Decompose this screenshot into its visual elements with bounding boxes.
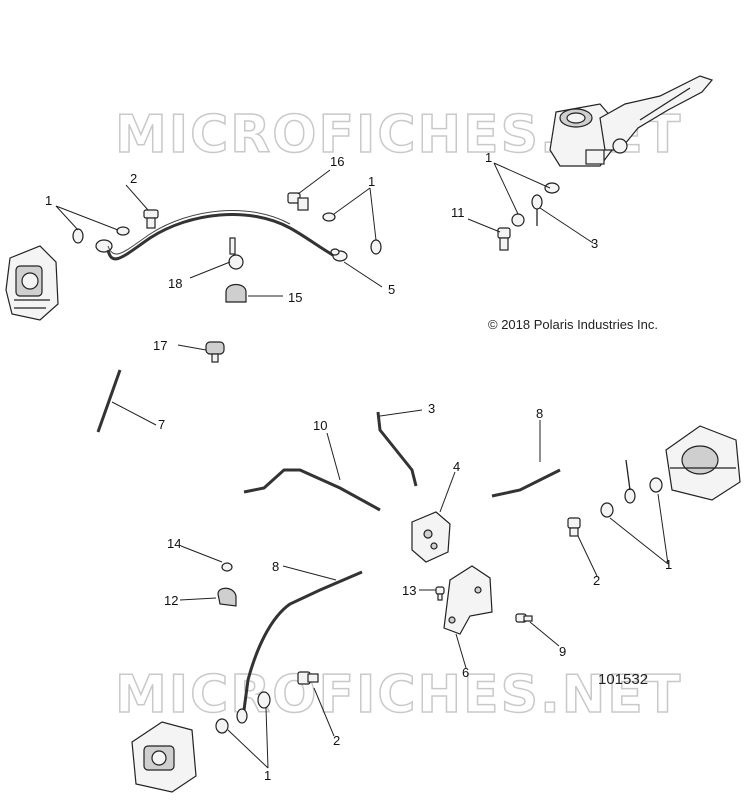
brake-line-8-right [491, 468, 561, 498]
banjo-fitting-icon [95, 239, 113, 253]
callout-1: 1 [485, 150, 492, 165]
callout-8: 8 [536, 406, 543, 421]
bracket-icon [443, 565, 493, 635]
banjo-fitting-icon [330, 248, 348, 262]
washer-icon [72, 228, 84, 244]
callout-3: 3 [428, 401, 435, 416]
banjo-fitting-icon [236, 708, 248, 724]
clip-icon [228, 237, 244, 270]
master-cylinder-assembly [549, 75, 714, 167]
clamp-icon [225, 283, 247, 303]
washer-icon [600, 502, 614, 518]
callout-10: 10 [313, 418, 327, 433]
washer-icon [116, 226, 130, 236]
callout-13: 13 [402, 583, 416, 598]
leader-lines [55, 162, 669, 769]
callout-7: 7 [158, 417, 165, 432]
callout-8: 8 [272, 559, 279, 574]
clamp-icon [217, 587, 237, 607]
screw-icon [515, 613, 533, 623]
copyright-text: © 2018 Polaris Industries Inc. [488, 317, 658, 332]
rod-icon [96, 369, 122, 433]
callout-12: 12 [164, 593, 178, 608]
front-left-caliper [5, 245, 59, 321]
figure-number: 101532 [598, 671, 648, 688]
washer-icon [370, 239, 382, 255]
washer-icon [215, 718, 229, 734]
callout-14: 14 [167, 536, 181, 551]
bolt-icon [567, 517, 581, 537]
callout-1: 1 [665, 557, 672, 572]
callout-4: 4 [453, 459, 460, 474]
callout-3: 3 [591, 236, 598, 251]
callout-17: 17 [153, 338, 167, 353]
washer-icon [257, 691, 271, 709]
washer-icon [544, 182, 560, 194]
bolt-icon [143, 209, 159, 229]
callout-16: 16 [330, 154, 344, 169]
rear-right-caliper [665, 425, 741, 501]
callout-6: 6 [462, 665, 469, 680]
watermark-bottom: MICROFICHES.NET [115, 665, 682, 725]
banjo-fitting-icon [624, 488, 636, 504]
callout-9: 9 [559, 644, 566, 659]
callout-15: 15 [288, 290, 302, 305]
clip-icon [205, 341, 225, 363]
callout-numbers: 1 2 16 1 1 11 3 18 15 5 17 7 10 3 8 4 1 … [45, 150, 672, 783]
callout-1: 1 [264, 768, 271, 783]
callout-5: 5 [388, 282, 395, 297]
callout-2: 2 [593, 573, 600, 588]
callout-1: 1 [45, 193, 52, 208]
callout-11: 11 [451, 205, 465, 220]
callout-18: 18 [168, 276, 182, 291]
rear-left-caliper [131, 721, 197, 793]
bolt-icon [297, 671, 319, 685]
bolt-icon [497, 227, 511, 251]
bleeder-icon [287, 192, 309, 211]
callout-1: 1 [368, 174, 375, 189]
washer-icon [322, 212, 336, 222]
callout-2: 2 [130, 171, 137, 186]
brake-line-8-lower [242, 570, 363, 711]
washer-icon [649, 477, 663, 493]
callout-2: 2 [333, 733, 340, 748]
banjo-fitting-icon [531, 194, 543, 210]
brake-line-10 [243, 468, 381, 512]
distribution-block-icon [411, 511, 451, 563]
washer-icon [511, 213, 525, 227]
front-brake-line [106, 213, 339, 261]
screw-icon [221, 562, 233, 572]
screw-icon [435, 586, 445, 601]
brake-line-3 [376, 411, 418, 487]
